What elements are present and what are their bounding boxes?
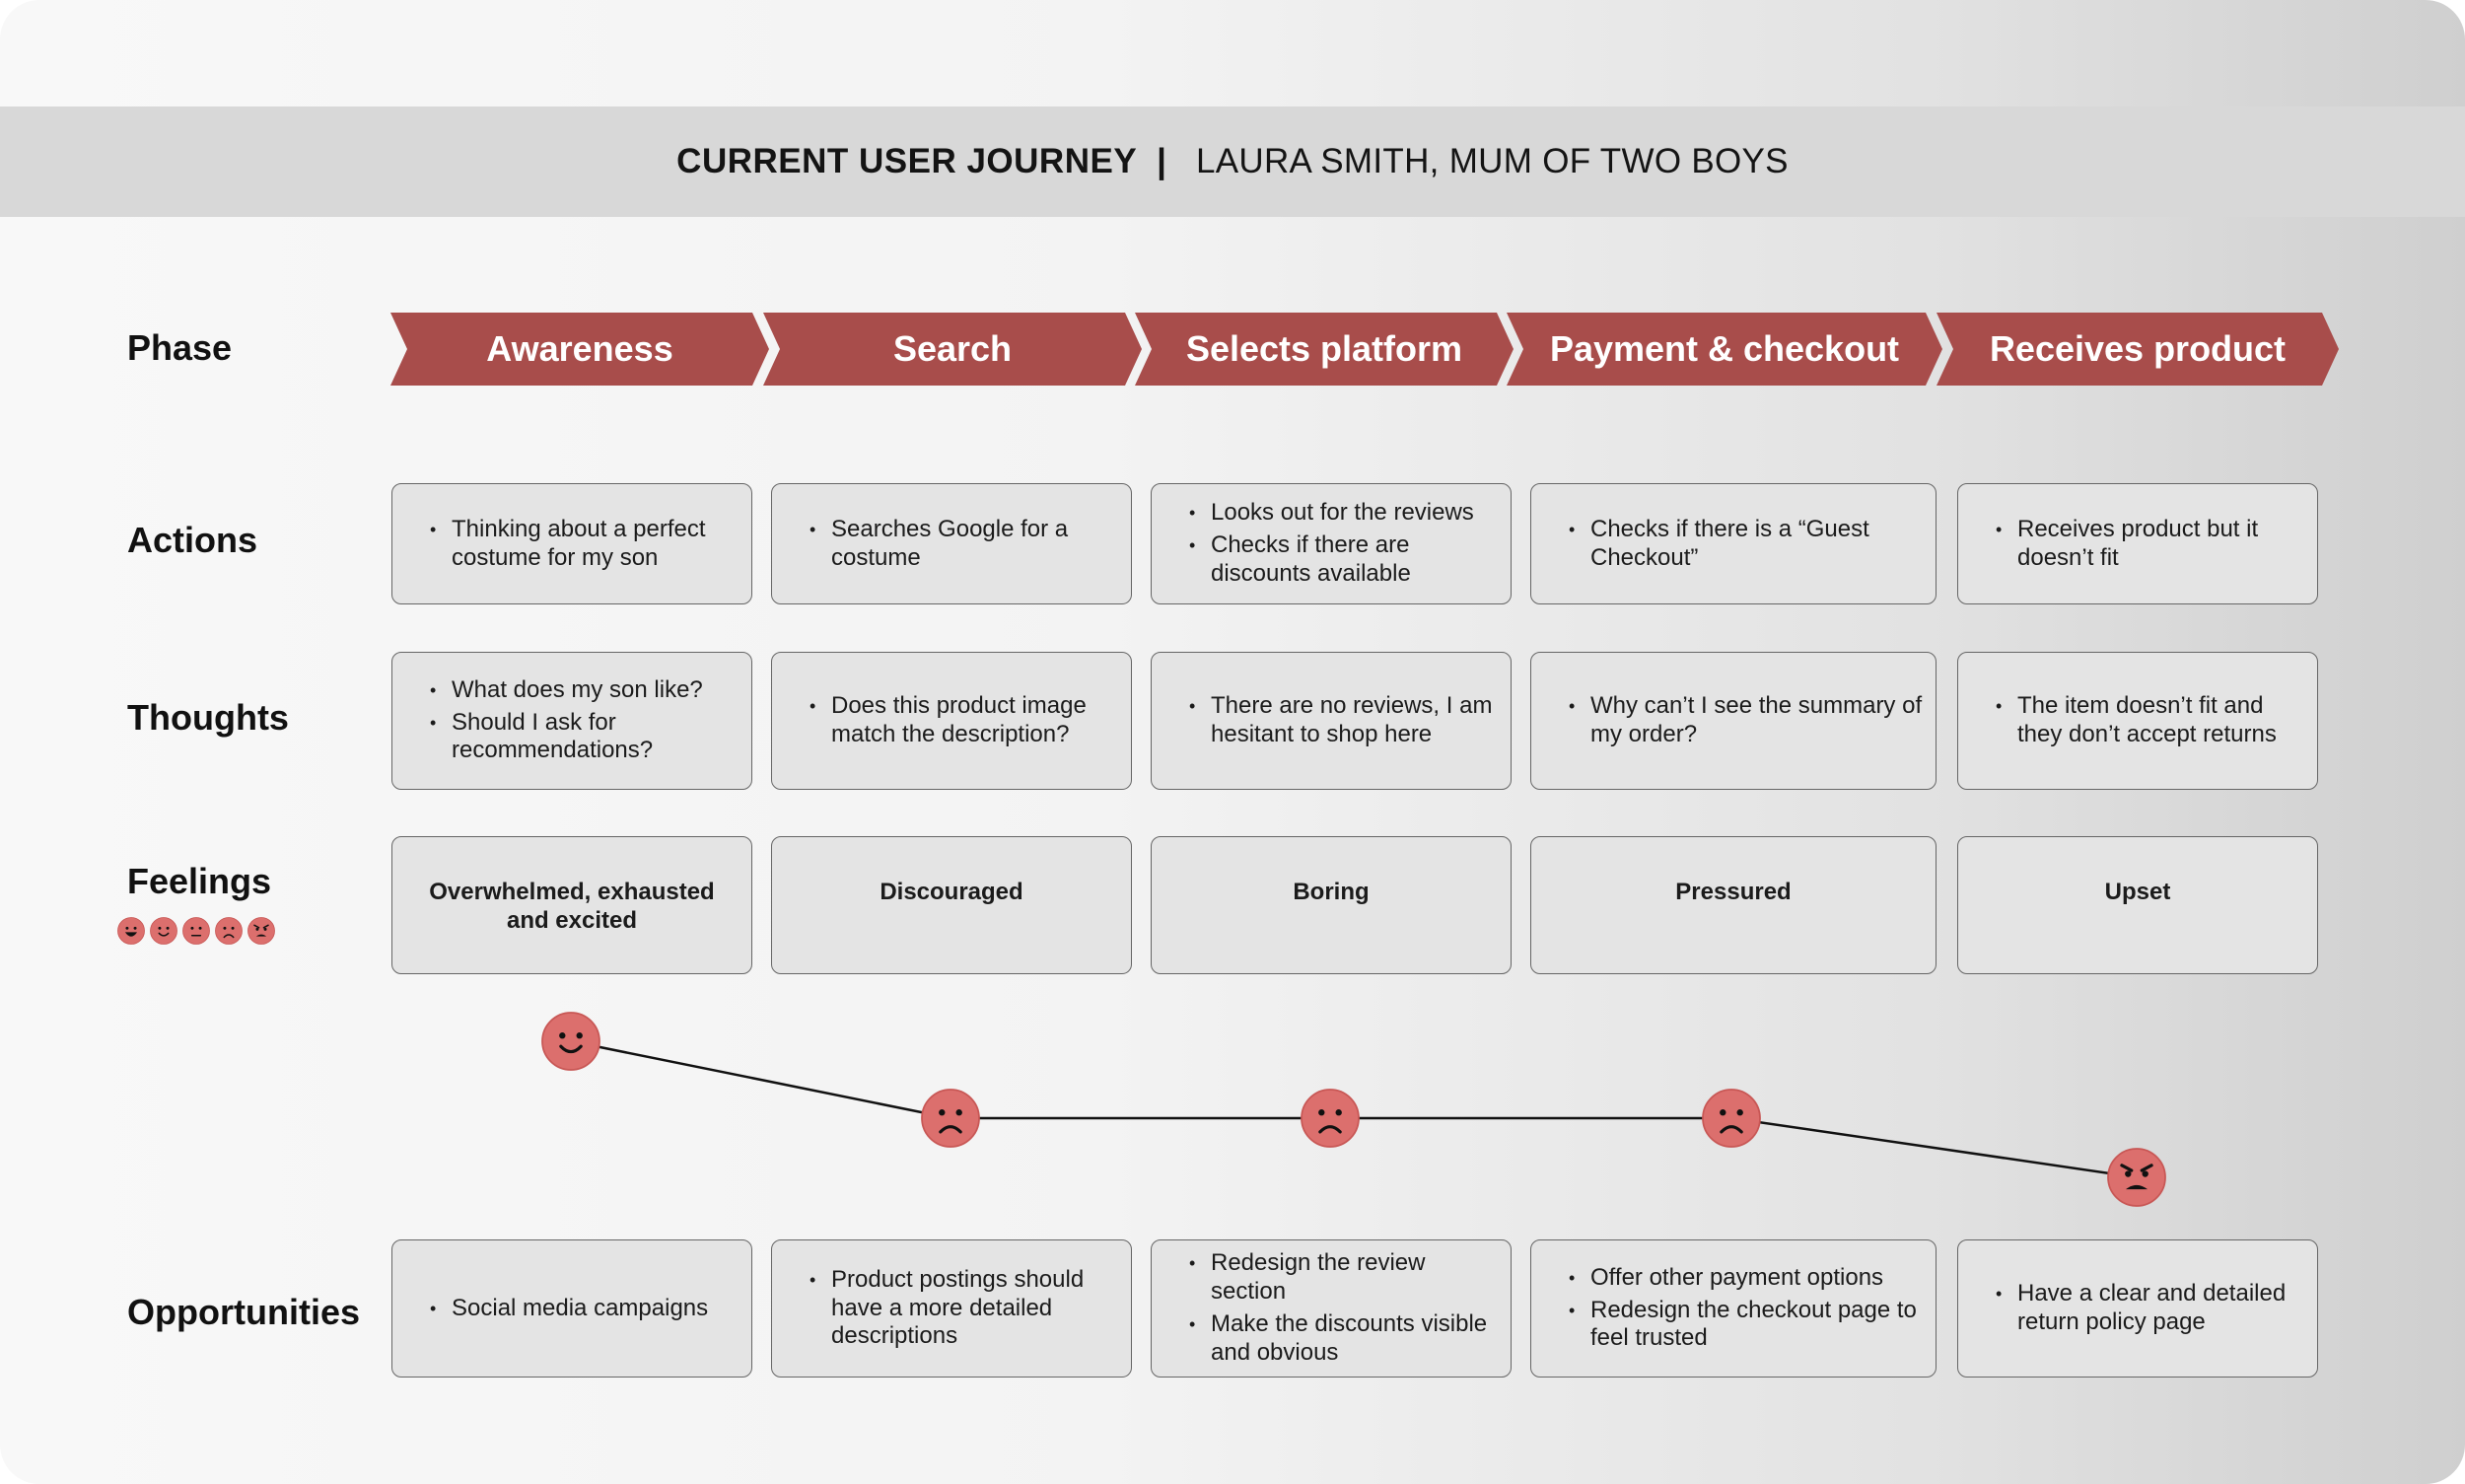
opportunities-item: Offer other payment options bbox=[1569, 1264, 1926, 1293]
opportunities-card: Product postings should have a more deta… bbox=[771, 1239, 1132, 1378]
opportunities-item: Redesign the checkout page to feel trust… bbox=[1569, 1297, 1926, 1354]
sad-face-icon bbox=[1301, 1089, 1360, 1148]
sad-face-icon bbox=[215, 917, 243, 945]
row-label-actions: Actions bbox=[127, 520, 258, 560]
actions-list: Thinking about a perfect costume for my … bbox=[392, 512, 751, 577]
actions-item: Looks out for the reviews bbox=[1189, 499, 1501, 528]
thoughts-card: Why can’t I see the summary of my order? bbox=[1530, 652, 1937, 790]
feelings-card: Boring bbox=[1151, 836, 1512, 974]
neutral-face-icon bbox=[182, 917, 210, 945]
actions-card: Receives product but it doesn’t fit bbox=[1957, 483, 2318, 604]
phase-chevron-awareness: Awareness bbox=[390, 313, 769, 386]
actions-list: Looks out for the reviewsChecks if there… bbox=[1152, 495, 1511, 592]
actions-item: Searches Google for a costume bbox=[810, 516, 1121, 573]
phase-chevron-search: Search bbox=[763, 313, 1142, 386]
feeling-label: Discouraged bbox=[880, 879, 1023, 905]
opportunities-item: Social media campaigns bbox=[430, 1295, 708, 1323]
actions-item: Receives product but it doesn’t fit bbox=[1996, 516, 2307, 573]
actions-item: Checks if there is a “Guest Checkout” bbox=[1569, 516, 1926, 573]
actions-card: Thinking about a perfect costume for my … bbox=[391, 483, 752, 604]
thoughts-list: Does this product image match the descri… bbox=[772, 688, 1131, 753]
feelings-scale bbox=[117, 917, 275, 945]
angry-face-icon bbox=[247, 917, 275, 945]
thoughts-item: Why can’t I see the summary of my order? bbox=[1569, 692, 1926, 749]
actions-card: Searches Google for a costume bbox=[771, 483, 1132, 604]
angry-face-icon bbox=[2107, 1148, 2166, 1207]
opportunities-list: Product postings should have a more deta… bbox=[772, 1262, 1131, 1355]
phase-chevron-payment-and-checkout: Payment & checkout bbox=[1507, 313, 1942, 386]
phase-chevron-selects-platform: Selects platform bbox=[1135, 313, 1514, 386]
opportunities-list: Social media campaigns bbox=[392, 1291, 718, 1327]
actions-item: Thinking about a perfect costume for my … bbox=[430, 516, 741, 573]
actions-list: Receives product but it doesn’t fit bbox=[1958, 512, 2317, 577]
phase-label: Awareness bbox=[486, 328, 673, 369]
opportunities-list: Have a clear and detailed return policy … bbox=[1958, 1276, 2317, 1341]
title-banner: CURRENT USER JOURNEY | LAURA SMITH, MUM … bbox=[0, 106, 2465, 217]
actions-list: Checks if there is a “Guest Checkout” bbox=[1531, 512, 1936, 577]
phase-label: Search bbox=[892, 328, 1013, 369]
sad-face-icon bbox=[1702, 1089, 1761, 1148]
opportunities-list: Redesign the review sectionMake the disc… bbox=[1152, 1245, 1511, 1371]
actions-item: Checks if there are discounts available bbox=[1189, 531, 1501, 589]
thoughts-list: The item doesn’t fit and they don’t acce… bbox=[1958, 688, 2317, 753]
thoughts-card: What does my son like? Should I ask for r… bbox=[391, 652, 752, 790]
title-separator: | bbox=[1157, 142, 1166, 180]
row-label-opportunities: Opportunities bbox=[127, 1292, 360, 1332]
thoughts-item: There are no reviews, I am hesitant to s… bbox=[1189, 692, 1501, 749]
very-happy-face-icon bbox=[117, 917, 145, 945]
thoughts-card: There are no reviews, I am hesitant to s… bbox=[1151, 652, 1512, 790]
thoughts-item: Should I ask for recommendations? bbox=[430, 709, 741, 766]
opportunities-item: Have a clear and detailed return policy … bbox=[1996, 1280, 2307, 1337]
sad-face-icon bbox=[921, 1089, 980, 1148]
actions-card: Checks if there is a “Guest Checkout” bbox=[1530, 483, 1937, 604]
thoughts-list: Why can’t I see the summary of my order? bbox=[1531, 688, 1936, 753]
happy-face-icon bbox=[150, 917, 177, 945]
opportunities-card: Social media campaigns bbox=[391, 1239, 752, 1378]
thoughts-list: There are no reviews, I am hesitant to s… bbox=[1152, 688, 1511, 753]
page-subtitle: LAURA SMITH, MUM OF TWO BOYS bbox=[1195, 142, 1789, 180]
page-title: CURRENT USER JOURNEY bbox=[676, 142, 1138, 180]
phase-label: Receives product bbox=[1989, 328, 2287, 369]
phase-label: Payment & checkout bbox=[1549, 328, 1900, 369]
opportunities-card: Have a clear and detailed return policy … bbox=[1957, 1239, 2318, 1378]
thoughts-item: Does this product image match the descri… bbox=[810, 692, 1121, 749]
feelings-card: Overwhelmed, exhausted and excited bbox=[391, 836, 752, 974]
feeling-label: Pressured bbox=[1675, 879, 1792, 905]
row-label-thoughts: Thoughts bbox=[127, 697, 289, 738]
feelings-card: Upset bbox=[1957, 836, 2318, 974]
thoughts-card: Does this product image match the descri… bbox=[771, 652, 1132, 790]
feeling-label: Upset bbox=[2104, 879, 2171, 905]
opportunities-list: Offer other payment optionsRedesign the … bbox=[1531, 1260, 1936, 1357]
phase-chevron-receives-product: Receives product bbox=[1937, 313, 2339, 386]
feeling-label: Overwhelmed, exhausted and excited bbox=[429, 879, 715, 934]
actions-card: Looks out for the reviewsChecks if there… bbox=[1151, 483, 1512, 604]
happy-face-icon bbox=[541, 1012, 600, 1071]
feelings-card: Discouraged bbox=[771, 836, 1132, 974]
opportunities-item: Product postings should have a more deta… bbox=[810, 1266, 1121, 1351]
thoughts-item: What does my son like? bbox=[430, 676, 741, 705]
phase-label: Selects platform bbox=[1185, 328, 1463, 369]
opportunities-card: Offer other payment optionsRedesign the … bbox=[1530, 1239, 1937, 1378]
feeling-label: Boring bbox=[1293, 879, 1370, 905]
row-label-phase: Phase bbox=[127, 327, 233, 368]
feelings-card: Pressured bbox=[1530, 836, 1937, 974]
thoughts-card: The item doesn’t fit and they don’t acce… bbox=[1957, 652, 2318, 790]
actions-list: Searches Google for a costume bbox=[772, 512, 1131, 577]
row-label-feelings: Feelings bbox=[127, 861, 272, 901]
opportunities-card: Redesign the review sectionMake the disc… bbox=[1151, 1239, 1512, 1378]
opportunities-item: Redesign the review section bbox=[1189, 1249, 1501, 1307]
thoughts-item: The item doesn’t fit and they don’t acce… bbox=[1996, 692, 2307, 749]
opportunities-item: Make the discounts visible and obvious bbox=[1189, 1310, 1501, 1368]
thoughts-list: What does my son like? Should I ask for r… bbox=[392, 672, 751, 769]
